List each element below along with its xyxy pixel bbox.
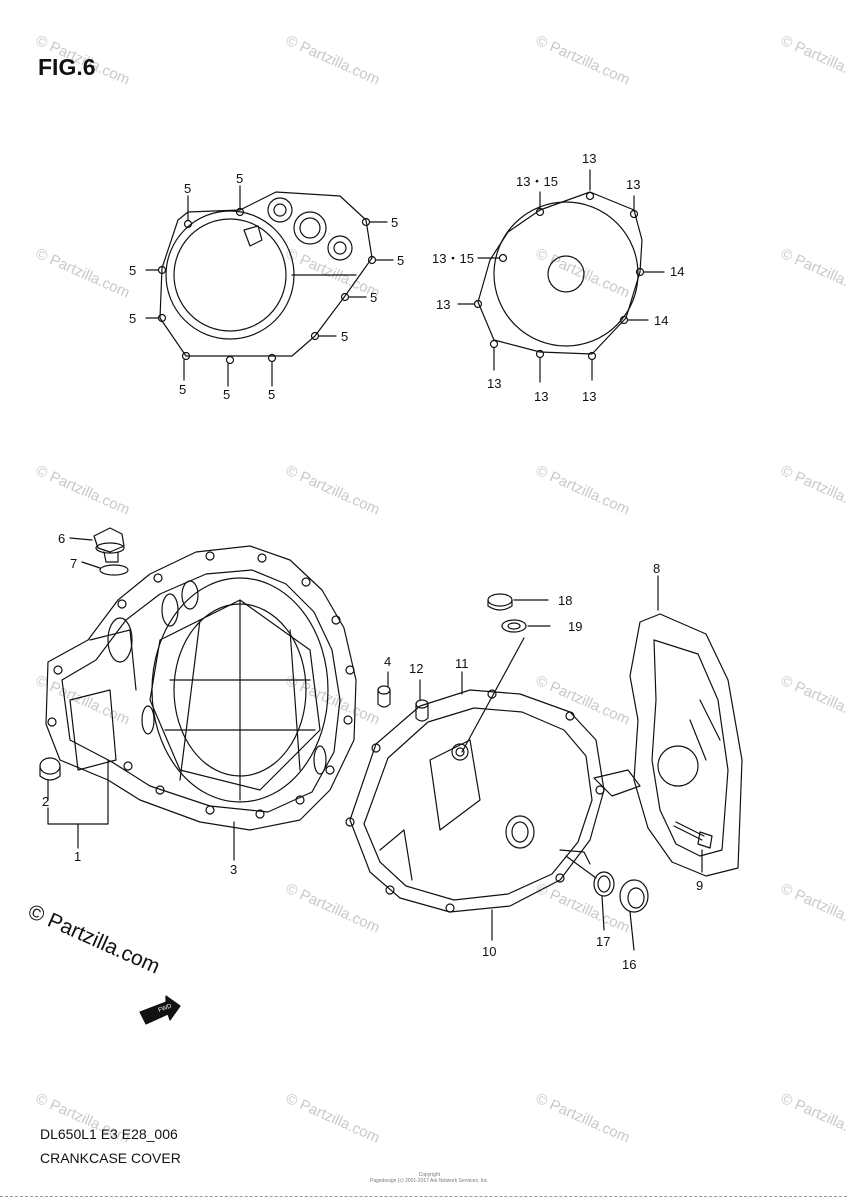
callout-8: 8	[653, 561, 660, 576]
figure-title: FIG.6	[38, 54, 96, 80]
callout-13-15: 13・15	[432, 251, 474, 266]
plug-16-drawing	[565, 855, 649, 951]
oil-filler-cap-drawing	[69, 527, 129, 576]
callout-5: 5	[391, 215, 398, 230]
crankcase-plug-drawing	[39, 757, 61, 801]
callout-5: 5	[370, 290, 377, 305]
callout-13: 13	[582, 389, 596, 404]
fwd-arrow-icon	[139, 995, 181, 1025]
callout-3: 3	[230, 862, 237, 877]
bolt-9-drawing	[673, 821, 713, 873]
callout-5: 5	[341, 329, 348, 344]
callout-5: 5	[223, 387, 230, 402]
callout-13: 13	[436, 297, 450, 312]
dowel-pin-drawing	[377, 671, 391, 708]
callout-5: 5	[129, 311, 136, 326]
copyright-line-1: Copyright	[418, 1172, 441, 1178]
callout-5: 5	[236, 171, 243, 186]
sprocket-cover-drawing	[593, 575, 743, 877]
callout-13: 13	[582, 151, 596, 166]
callout-13-15: 13・15	[516, 174, 558, 189]
copyright-notice: Copyright Pagedesign (c) 2001-2017 Ark N…	[370, 1172, 489, 1184]
callout-14: 14	[670, 264, 684, 279]
callout-1: 1	[74, 849, 81, 864]
plug-18-drawing	[461, 593, 551, 753]
dowel-pin-12-drawing	[415, 679, 429, 722]
callout-6: 6	[58, 531, 65, 546]
callout-5: 5	[184, 181, 191, 196]
callout-13: 13	[626, 177, 640, 192]
callout-5: 5	[268, 387, 275, 402]
callouts-lower: 6 7 2 1 3 4 12 11 18 19 8 9 10 17 16	[42, 531, 703, 972]
clutch-cover-gasket-outline	[145, 185, 394, 387]
diagram-caption: CRANKCASE COVER	[40, 1150, 181, 1166]
page-bottom-divider	[0, 1196, 847, 1197]
generator-cover-gasket-outline	[457, 169, 665, 383]
generator-cover-drawing	[345, 689, 605, 941]
callout-14: 14	[654, 313, 668, 328]
callout-9: 9	[696, 878, 703, 893]
fwd-label: FWD	[158, 1003, 174, 1014]
diagram-code: DL650L1 E3 E28_006	[40, 1126, 178, 1142]
callout-17: 17	[596, 934, 610, 949]
callout-13: 13	[534, 389, 548, 404]
callout-5: 5	[179, 382, 186, 397]
callouts-top-left: 5 5 5 5 5 5 5 5 5 5 5	[129, 171, 404, 402]
copyright-line-2: Pagedesign (c) 2001-2017 Ark Network Ser…	[370, 1178, 489, 1184]
callout-10: 10	[482, 944, 496, 959]
callout-5: 5	[397, 253, 404, 268]
callout-16: 16	[622, 957, 636, 972]
callout-11: 11	[455, 656, 469, 671]
callout-13: 13	[487, 376, 501, 391]
callout-5: 5	[129, 263, 136, 278]
callouts-top-right: 13 13・15 13 13・15 14 13 14 13 13 13	[432, 151, 684, 404]
crankcase-cover-left-drawing	[45, 545, 357, 831]
callout-2: 2	[42, 794, 49, 809]
callout-18: 18	[558, 593, 572, 608]
callout-12: 12	[409, 661, 423, 676]
callout-4: 4	[384, 654, 391, 669]
callout-7: 7	[70, 556, 77, 571]
callout-19: 19	[568, 619, 582, 634]
